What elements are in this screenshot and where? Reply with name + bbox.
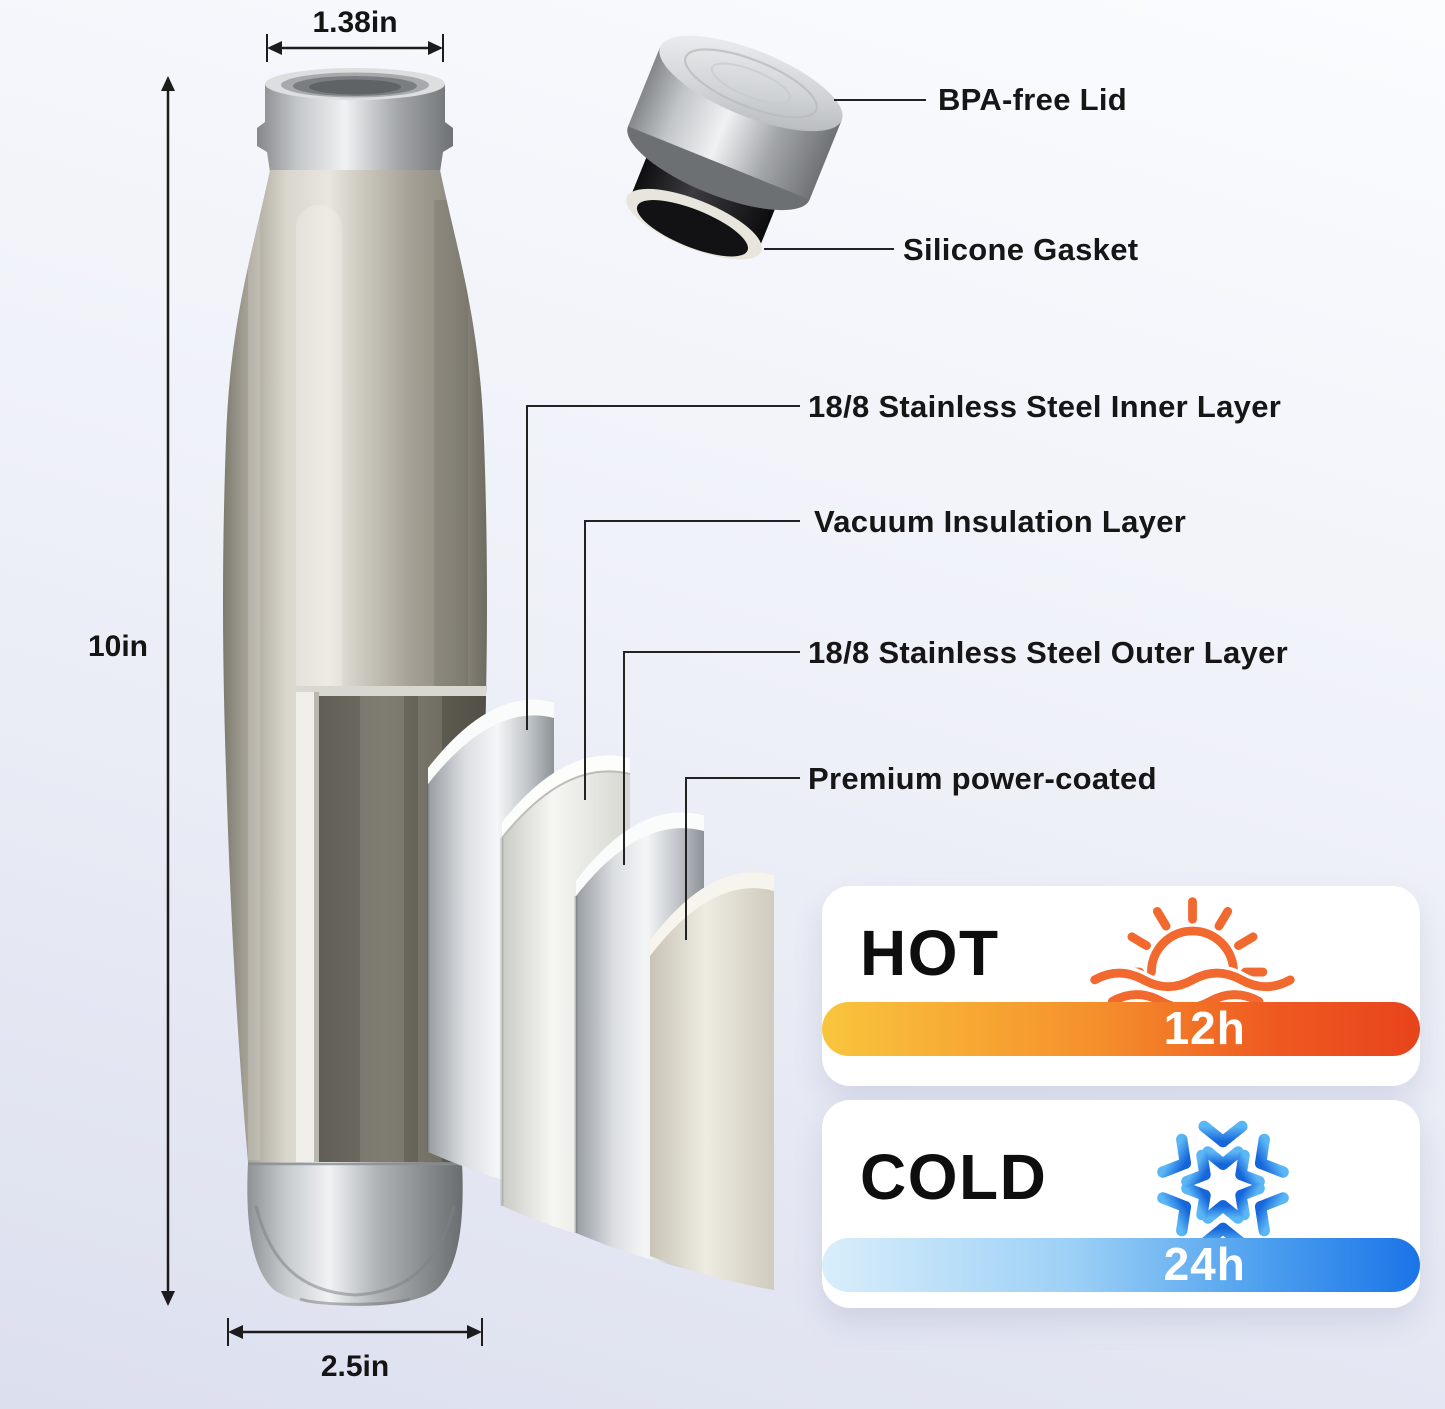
mouth-width-dimension: 1.38in (312, 6, 398, 39)
callout-bpa-free-lid: BPA-free Lid (938, 82, 1128, 117)
cold-duration-bar: 24h (822, 1238, 1420, 1292)
lid-illustration (626, 35, 843, 260)
callout-inner-layer: 18/8 Stainless Steel Inner Layer (808, 389, 1282, 424)
callout-vacuum-layer: Vacuum Insulation Layer (814, 504, 1187, 539)
callout-silicone-gasket: Silicone Gasket (903, 232, 1139, 267)
layer-sheet-powder-coat (650, 872, 774, 1290)
hot-label: HOT (860, 917, 1000, 989)
bottle-neck (257, 68, 453, 172)
cold-retention-card: COLD 24h (822, 1100, 1420, 1308)
bottle-height-dimension: 10in (87, 630, 148, 663)
hot-duration-bar: 12h (822, 1002, 1420, 1056)
dimension-arrows (161, 34, 483, 1346)
cold-label: COLD (860, 1141, 1048, 1213)
leader-lines (526, 99, 926, 940)
base-width-dimension: 2.5in (320, 1350, 390, 1383)
sun-icon (1086, 897, 1299, 1017)
bottle-base (247, 1162, 463, 1307)
cold-duration: 24h (1163, 1237, 1246, 1290)
hot-retention-card: HOT 12h (822, 886, 1420, 1086)
callout-powder-coat: Premium power-coated (808, 761, 1157, 796)
hot-duration: 12h (1163, 1001, 1246, 1054)
callout-outer-layer: 18/8 Stainless Steel Outer Layer (808, 635, 1289, 670)
